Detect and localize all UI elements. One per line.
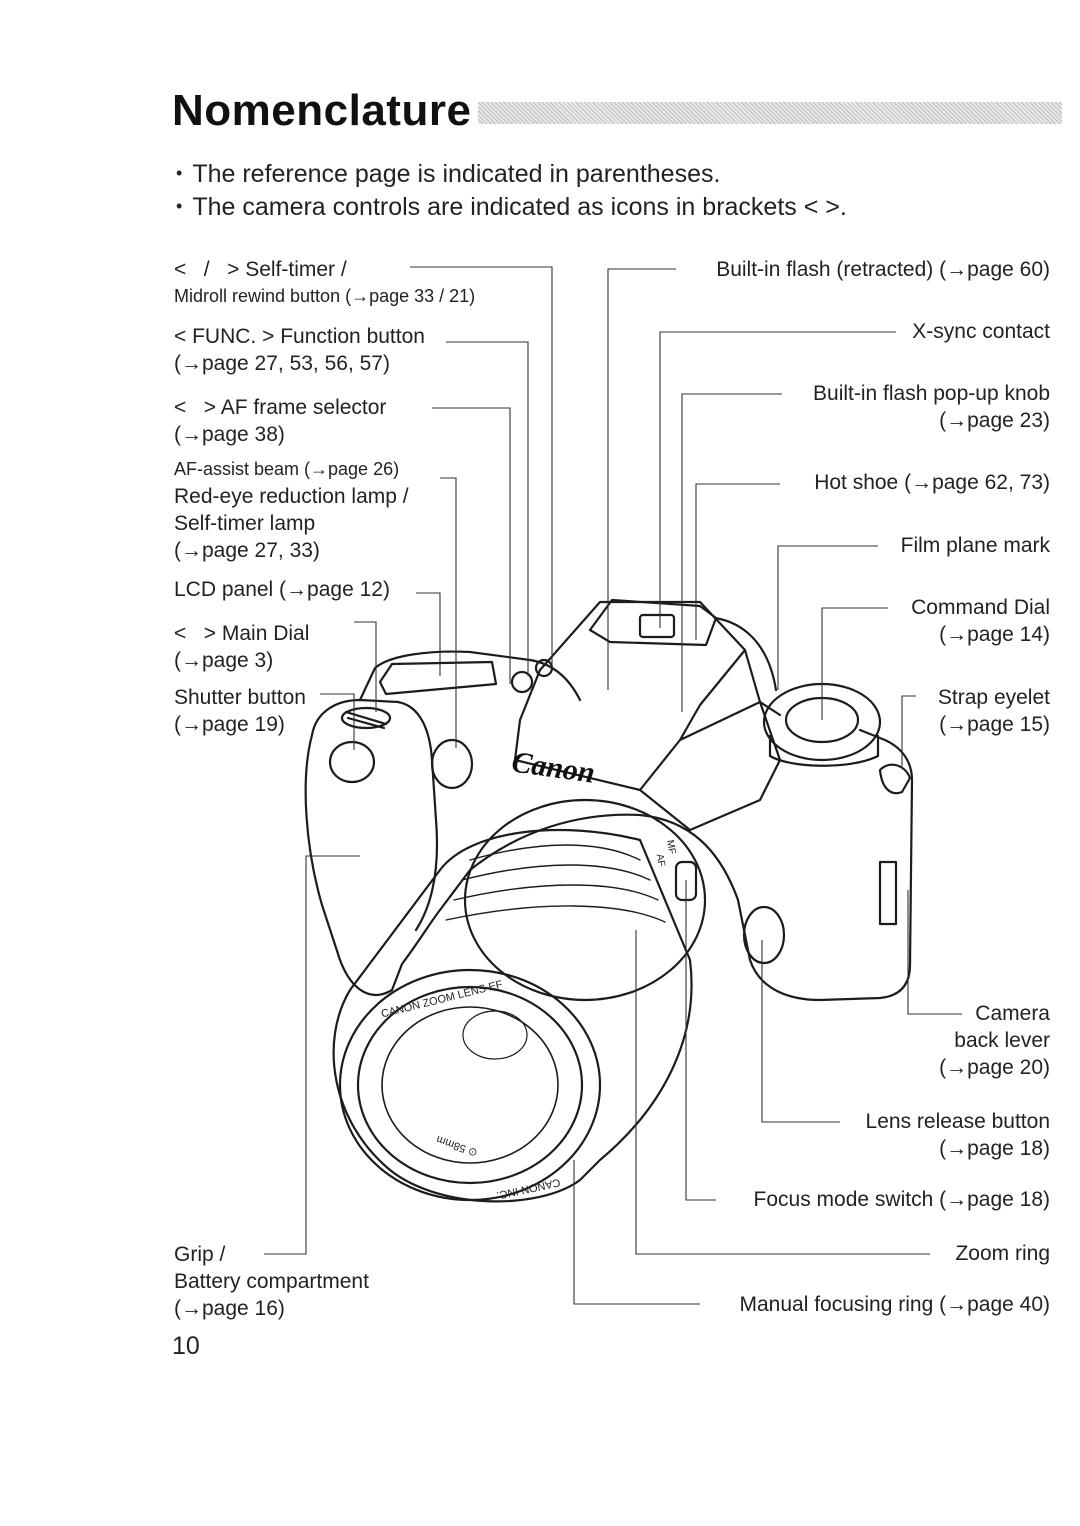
leader-grip (264, 855, 360, 1255)
leader-filmplane (777, 545, 878, 690)
label-main-dial: < > Main Dial (→page 3) (174, 622, 310, 672)
label-strap-eyelet: Strap eyelet (→page 15) (937, 686, 1050, 736)
leader-strap (901, 695, 916, 768)
back-lever-shape (878, 860, 898, 926)
camera-prism (538, 600, 782, 717)
lens-barrel (332, 828, 693, 1203)
leader-lcd (416, 592, 441, 676)
label-self-timer: < / > Self-timer / Midroll rewind button… (174, 258, 476, 306)
label-shutter-button: Shutter button (→page 19) (174, 686, 306, 736)
lens-name-text: CANON ZOOM LENS EF (380, 979, 504, 1021)
shutter-button-shape (328, 740, 376, 784)
label-hot-shoe: Hot shoe (→page 62, 73) (814, 471, 1050, 494)
label-zoom-ring: Zoom ring (955, 1242, 1050, 1265)
label-command-dial: Command Dial (→page 14) (911, 596, 1050, 646)
label-film-plane-mark: Film plane mark (900, 534, 1050, 557)
label-af-assist-beam: AF-assist beam (→page 26) Red-eye reduct… (174, 459, 409, 562)
leader-hotshoe (695, 483, 780, 640)
leader-main-dial (354, 621, 377, 712)
leader-command (821, 607, 888, 720)
leader-af-frame (432, 407, 511, 684)
brand-logo: Canon (510, 745, 597, 789)
strap-eyelet-shape (878, 763, 912, 795)
main-dial-shape (340, 706, 392, 730)
page-title: Nomenclature (172, 86, 472, 135)
leader-shutter (320, 693, 355, 750)
leader-xsync (659, 331, 896, 628)
label-flash-popup-knob: Built-in flash pop-up knob (→page 23) (813, 382, 1050, 432)
label-af-frame-selector: < > AF frame selector (→page 38) (174, 396, 387, 446)
filter-size-text: ⊙ 58mm (435, 1133, 479, 1159)
lens-mount (463, 798, 707, 1002)
leader-flash (607, 268, 676, 690)
label-lcd-panel: LCD panel (→page 12) (174, 578, 390, 601)
camera-top-plate (358, 650, 582, 702)
label-grip: Grip / Battery compartment (→page 16) (174, 1243, 369, 1320)
page-number: 10 (172, 1332, 200, 1360)
label-x-sync-contact: X-sync contact (912, 320, 1050, 343)
leader-af-assist (440, 477, 457, 748)
front-lens-glass (381, 1006, 559, 1164)
switch-mf-label: MF (664, 839, 677, 855)
title-rule (478, 102, 1062, 124)
label-built-in-flash: Built-in flash (retracted) (→page 60) (716, 258, 1050, 281)
leader-popup (681, 393, 782, 712)
camera-grip (310, 698, 439, 932)
leader-backlever (907, 890, 962, 1015)
leader-func (446, 341, 529, 676)
label-manual-focusing-ring: Manual focusing ring (→page 40) (739, 1293, 1050, 1316)
maker-text: CANON INC. (495, 1176, 561, 1201)
label-focus-mode-switch: Focus mode switch (→page 18) (753, 1188, 1050, 1211)
leader-lensrelease (761, 940, 840, 1123)
leader-self-timer (410, 266, 553, 668)
af-assist-lamp (430, 738, 474, 790)
hot-shoe (588, 598, 718, 647)
lens-release-button-shape (742, 905, 786, 965)
leader-focusmode (685, 880, 716, 1201)
switch-af-label: AF (654, 853, 667, 867)
label-function-button: < FUNC. > Function button (→page 27, 53,… (174, 325, 425, 375)
func-button-shape (510, 670, 534, 694)
label-lens-release-button: Lens release button (→page 18) (865, 1110, 1050, 1160)
leader-manualfocus (573, 1160, 700, 1305)
intro-bullet-2: •The camera controls are indicated as ic… (176, 193, 847, 221)
leader-zoom (635, 930, 930, 1255)
label-camera-back-lever: Camera back lever (→page 20) (939, 1002, 1050, 1079)
intro-bullet-1: •The reference page is indicated in pare… (176, 160, 721, 188)
zoom-ring-shape (445, 844, 666, 923)
camera-body-outline (304, 728, 914, 1002)
lcd-panel (378, 660, 498, 696)
front-lens-ring (338, 968, 602, 1202)
